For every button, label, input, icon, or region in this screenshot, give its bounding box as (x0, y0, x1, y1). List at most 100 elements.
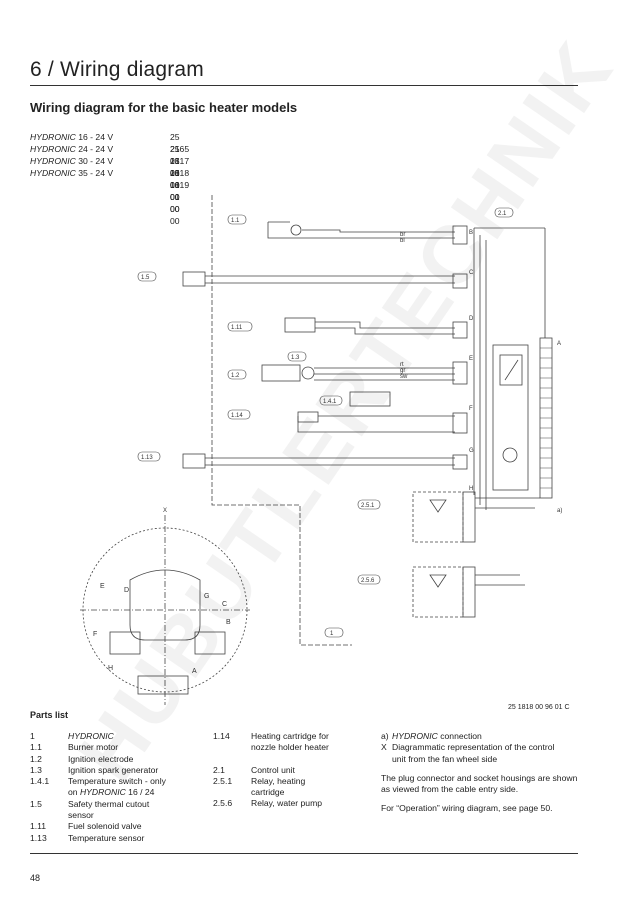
connector-b-label: B (469, 230, 473, 236)
model-voltage: 24 - 24 V (75, 144, 114, 154)
relay-heating-box (412, 491, 464, 543)
part-name: Ignition electrode (68, 753, 134, 764)
connector-d-label: D (469, 316, 474, 322)
part-number: 1.3 (30, 764, 42, 775)
view-c-label: C (222, 601, 227, 608)
wire-color-label: br (400, 232, 405, 238)
part-name: Ignition spark generator (68, 764, 159, 775)
view-d-label: D (124, 587, 129, 594)
model-name: HYDRONIC (30, 156, 76, 166)
thermal-cutout-symbol (182, 271, 206, 287)
part-name-fragment: on (68, 787, 80, 798)
model-part-number: 25 2165 01 00 00 (170, 132, 190, 190)
model-row: HYDRONIC 24 - 24 V 25 1817 01 00 00 (30, 143, 189, 202)
control-relay (499, 354, 523, 386)
connector-e-label: E (469, 356, 473, 362)
operation-note: For “Operation” wiring diagram, see page… (381, 803, 553, 814)
parts-item: 2.1 Control unit (213, 765, 363, 776)
parts-item: 1.13 Temperature sensor (30, 833, 205, 844)
label-1-3: 1.3 (291, 355, 300, 361)
control-fan-symbol (502, 447, 518, 463)
label-1-1: 1.1 (231, 218, 240, 224)
wire-color-label: gr (400, 368, 405, 374)
part-number: 1.1 (30, 742, 42, 753)
parts-list-col-1: 1 HYDRONIC 1.1 Burner motor 1.2 Ignition el… (30, 731, 205, 844)
part-number: 1 (30, 731, 35, 741)
ignition-generator-symbol (261, 364, 301, 382)
part-number: 2.5.6 (213, 798, 233, 809)
parts-item: X Diagrammatic representation of the cont… (381, 742, 581, 765)
part-number: 2.1 (213, 764, 225, 775)
part-name: HYDRONIC (68, 731, 114, 741)
view-b-label: B (226, 619, 231, 626)
document-number: 25 1818 00 96 01 C (508, 704, 570, 711)
part-name: Temperature switch - only (68, 776, 166, 787)
connector-g-label: G (469, 448, 474, 454)
part-number: 1.13 (30, 832, 47, 843)
page-number: 48 (30, 873, 41, 883)
connection-a-label: a) (557, 508, 562, 514)
part-name: Temperature sensor (68, 832, 145, 843)
model-voltage: 30 - 24 V (75, 156, 114, 166)
parts-list-col-3: a)HYDRONIC connection X Diagrammatic repr… (381, 731, 581, 815)
part-number: 1.4.1 (30, 776, 50, 787)
page-title: 6 / Wiring diagram (30, 58, 204, 81)
label-1-4-1: 1.4.1 (323, 399, 337, 405)
label-2-5-1: 2.5.1 (361, 503, 375, 509)
label-1-14: 1.14 (231, 413, 243, 419)
relay-pump-box (412, 566, 464, 618)
connector-note: The plug connector and socket housings a… (381, 772, 578, 795)
model-part-number: 25 1817 01 00 00 (170, 144, 190, 202)
label-1-13: 1.13 (141, 455, 153, 461)
diagram-frame (211, 195, 352, 646)
label-2-1: 2.1 (498, 211, 507, 217)
model-part-number: 25 1818 01 00 00 (170, 156, 190, 214)
control-unit-view (80, 515, 250, 705)
connector-c-label: C (469, 270, 474, 276)
part-name-fragment: 16 / 24 (125, 787, 155, 798)
model-name: HYDRONIC (30, 132, 76, 142)
part-name-fragment: HYDRONIC (392, 731, 438, 741)
part-number: 1.2 (30, 753, 42, 764)
title-rule (30, 85, 578, 86)
part-number: X (381, 742, 387, 753)
wire-color-label: rt (400, 362, 404, 368)
parts-item: 1.1 Burner motor (30, 742, 205, 753)
connector-a-label: A (557, 341, 561, 347)
temperature-sensor-symbol (182, 453, 206, 469)
part-number: 2.5.1 (213, 775, 233, 786)
part-name: Diagrammatic representation of the contr… (392, 742, 555, 753)
parts-item: 1.3 Ignition spark generator (30, 765, 205, 776)
part-name-line2: unit from the fan wheel side (392, 753, 498, 764)
section-heading: Wiring diagram for the basic heater mode… (30, 100, 298, 115)
view-x-label: X (163, 508, 167, 514)
view-a-label: A (192, 668, 197, 675)
connector-f-label: F (469, 406, 473, 412)
label-1-2: 1.2 (231, 373, 240, 379)
model-row: HYDRONIC 30 - 24 V 25 1818 01 00 00 (30, 155, 189, 214)
model-name: HYDRONIC (30, 144, 76, 154)
part-name-line2: nozzle holder heater (251, 742, 329, 753)
part-name: Heating cartridge for (251, 731, 329, 741)
view-f-label: F (93, 631, 97, 638)
parts-item: a)HYDRONIC connection (381, 731, 581, 742)
model-part-number: 25 1819 01 00 00 (170, 168, 190, 226)
part-name: Burner motor (68, 742, 119, 753)
part-name: Control unit (251, 764, 295, 775)
label-1-5: 1.5 (141, 275, 150, 281)
part-number: 1.11 (30, 821, 47, 832)
view-e-label: E (100, 583, 105, 590)
parts-item: 1 HYDRONIC (30, 731, 205, 742)
wiring-diagram: 1.1 1.5 1.11 1.2 1.3 1.4.1 1.14 1.13 2.1… (80, 195, 562, 705)
view-g-label: G (204, 593, 209, 600)
part-number: 1.5 (30, 798, 42, 809)
part-name-fragment: connection (437, 731, 482, 741)
